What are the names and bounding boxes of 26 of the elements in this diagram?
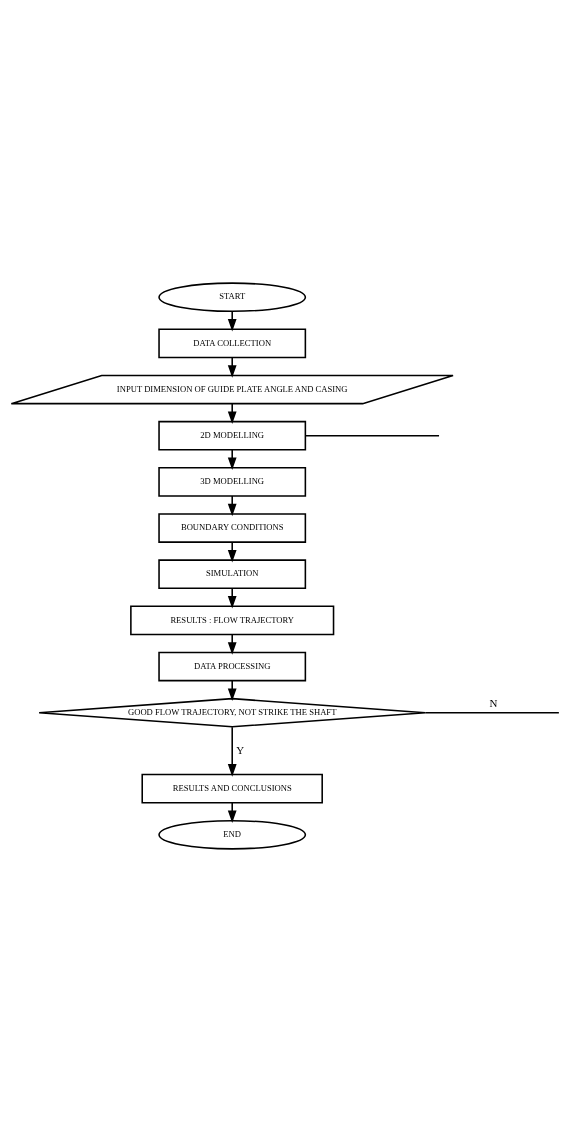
arrow bbox=[227, 726, 237, 777]
node-box: DATA PROCESSING bbox=[158, 651, 307, 682]
arrow bbox=[227, 679, 237, 701]
arrow bbox=[227, 633, 237, 655]
arrow bbox=[227, 495, 237, 517]
edge-label: Y bbox=[236, 743, 245, 756]
node-box: 3D MODELLING bbox=[158, 467, 307, 497]
node-box: SIMULATION bbox=[158, 559, 307, 590]
arrow bbox=[227, 310, 237, 332]
connector bbox=[424, 711, 560, 714]
node-box: DATA COLLECTION bbox=[158, 328, 307, 359]
node-box: RESULTS AND CONCLUSIONS bbox=[141, 773, 323, 804]
node-box: 2D MODELLING bbox=[158, 420, 307, 451]
arrow bbox=[227, 541, 237, 563]
node-ellipse: START bbox=[158, 282, 307, 313]
arrow bbox=[227, 449, 237, 471]
connector bbox=[304, 434, 440, 437]
arrow bbox=[227, 587, 237, 609]
node-box: BOUNDARY CONDITIONS bbox=[158, 513, 307, 543]
arrow bbox=[227, 802, 237, 823]
arrow bbox=[227, 356, 237, 378]
arrow bbox=[227, 402, 237, 424]
node-diamond: GOOD FLOW TRAJECTORY, NOT STRIKE THE SHAFT bbox=[38, 697, 427, 728]
node-ellipse: END bbox=[158, 819, 307, 850]
edge-label: N bbox=[489, 697, 498, 710]
node-box: RESULTS : FLOW TRAJECTORY bbox=[130, 605, 335, 636]
